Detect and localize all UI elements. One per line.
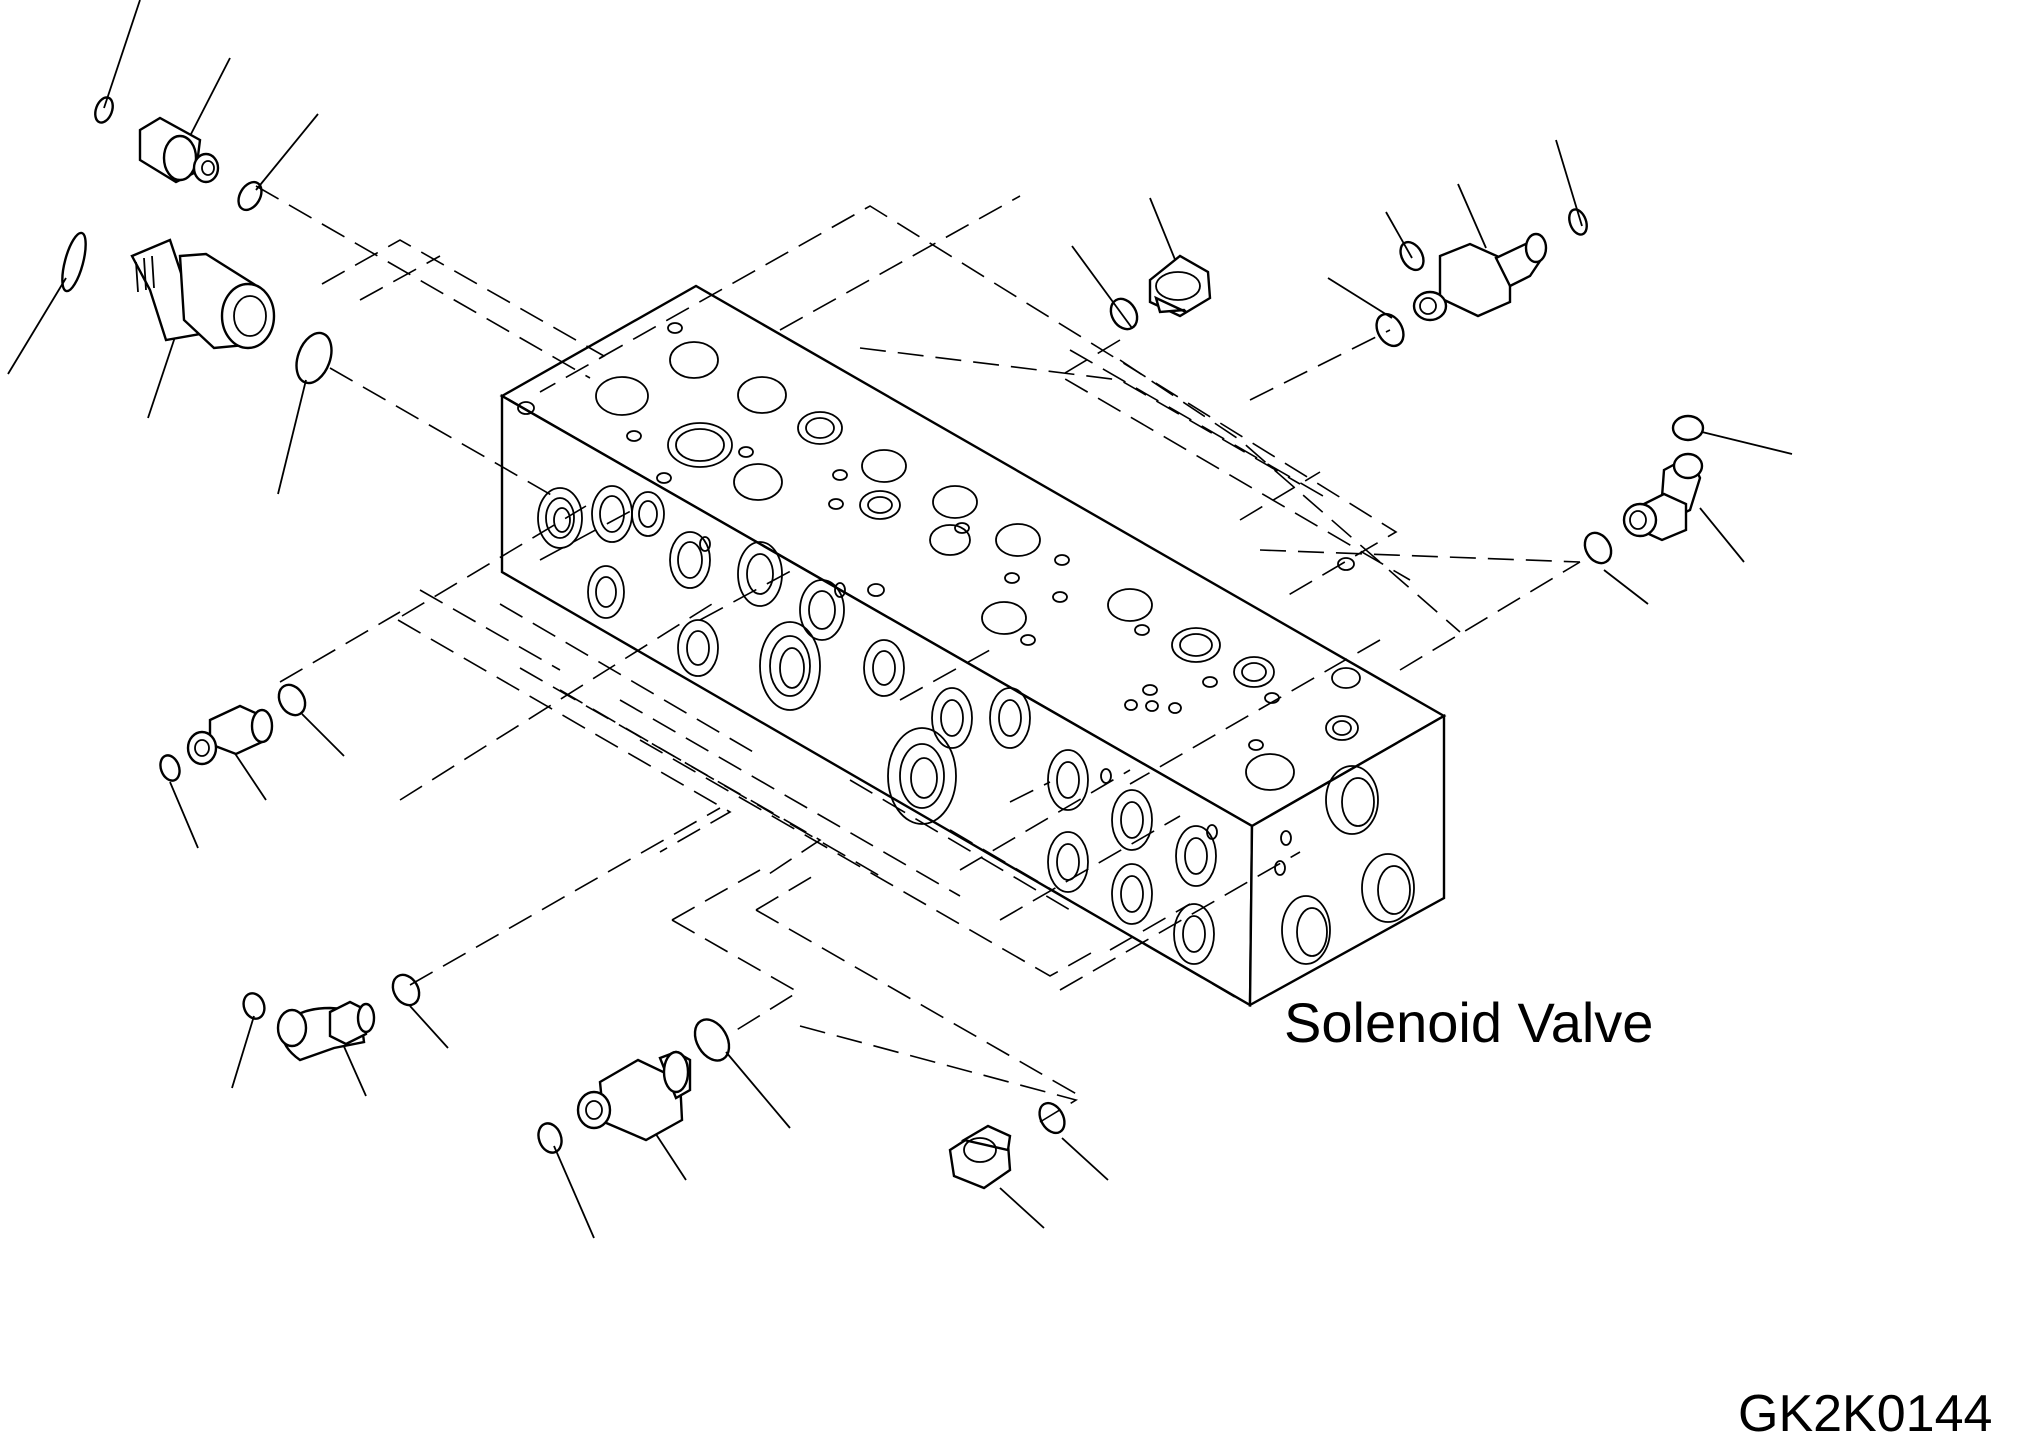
fitting-elbow-bottom-left: [276, 1000, 376, 1062]
fitting-top-left-small: [138, 116, 220, 184]
fitting-top-right: [1412, 232, 1548, 322]
fitting-elbow-left: [130, 238, 276, 350]
top-face-ports: [517, 322, 1361, 791]
end-face-ports: [1274, 765, 1415, 965]
plug-bottom-center: [948, 1124, 1012, 1190]
front-face-ports: [537, 485, 1218, 965]
o-rings: [61, 96, 1705, 1154]
fitting-hex-bottom: [576, 1050, 692, 1142]
solenoid-valve-caption: Solenoid Valve: [1284, 991, 1654, 1054]
fitting-left-middle: [186, 704, 274, 766]
fitting-elbow-right: [1622, 452, 1704, 542]
assembly-guide-lines: [255, 185, 1581, 1123]
leader-lines: [7, 0, 1793, 1239]
plug-top-center: [1148, 254, 1212, 318]
solenoid-valve-block: [499, 284, 1447, 1008]
figure-code: GK2K0144: [1738, 1385, 1993, 1443]
